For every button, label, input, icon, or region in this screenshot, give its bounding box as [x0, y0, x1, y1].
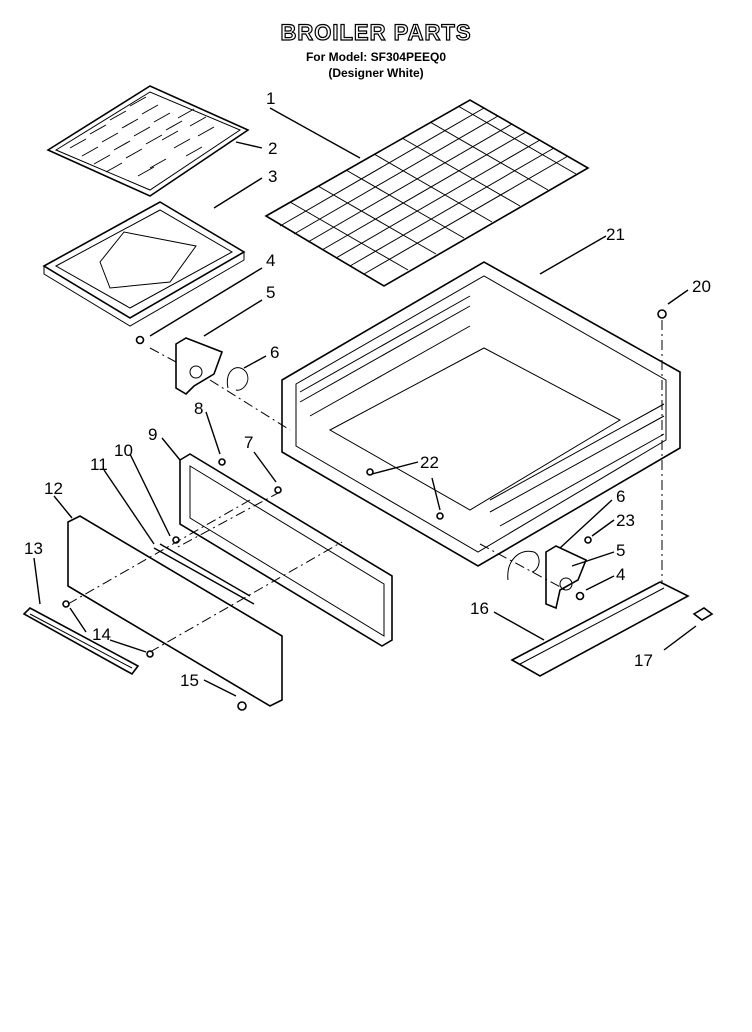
slide-rail-part: [510, 581, 714, 677]
callout-5-right: 5: [616, 541, 625, 560]
callout-3: 3: [268, 167, 277, 186]
callout-2: 2: [268, 139, 277, 158]
callout-22: 22: [420, 453, 439, 472]
callout-5: 5: [266, 283, 275, 302]
callout-6: 6: [270, 343, 279, 362]
callout-12: 12: [44, 479, 63, 498]
leader-lines: [33, 107, 697, 697]
door-handle-part: [22, 607, 140, 676]
callout-4-right: 4: [616, 565, 625, 584]
callout-7: 7: [244, 433, 253, 452]
callout-8: 8: [194, 399, 203, 418]
diagram-title: BROILER PARTS: [280, 19, 472, 45]
hardware-parts: [62, 309, 667, 711]
callout-21: 21: [606, 225, 625, 244]
right-bracket-part: [507, 545, 588, 610]
callout-4: 4: [266, 251, 275, 270]
callout-10: 10: [114, 441, 133, 460]
callout-23: 23: [616, 511, 635, 530]
callout-20: 20: [692, 277, 711, 296]
callout-17: 17: [634, 651, 653, 670]
callout-13: 13: [24, 539, 43, 558]
callout-14: 14: [92, 625, 111, 644]
broiler-grid-part: [46, 85, 250, 197]
drawer-panel-part: [179, 453, 393, 647]
broiler-drawer-part: [281, 261, 681, 567]
left-bracket-part: [175, 337, 249, 396]
door-panel-part: [67, 515, 283, 707]
broiler-pan-part: [42, 201, 246, 327]
callout-15: 15: [180, 671, 199, 690]
callout-16: 16: [470, 599, 489, 618]
callout-labels: 1 2 3 4 5 6 7 8 9 10 11 12 13 14 15 16 1…: [24, 89, 711, 690]
callout-11: 11: [90, 455, 108, 474]
callout-6-right: 6: [616, 487, 625, 506]
callout-1: 1: [266, 89, 275, 108]
variant-line: (Designer White): [328, 66, 424, 80]
hinge-rod-part: [153, 543, 255, 605]
model-line: For Model: SF304PEEQ0: [305, 50, 447, 64]
alignment-lines: [67, 320, 663, 653]
callout-9: 9: [148, 425, 157, 444]
oven-rack-part: [264, 99, 590, 287]
